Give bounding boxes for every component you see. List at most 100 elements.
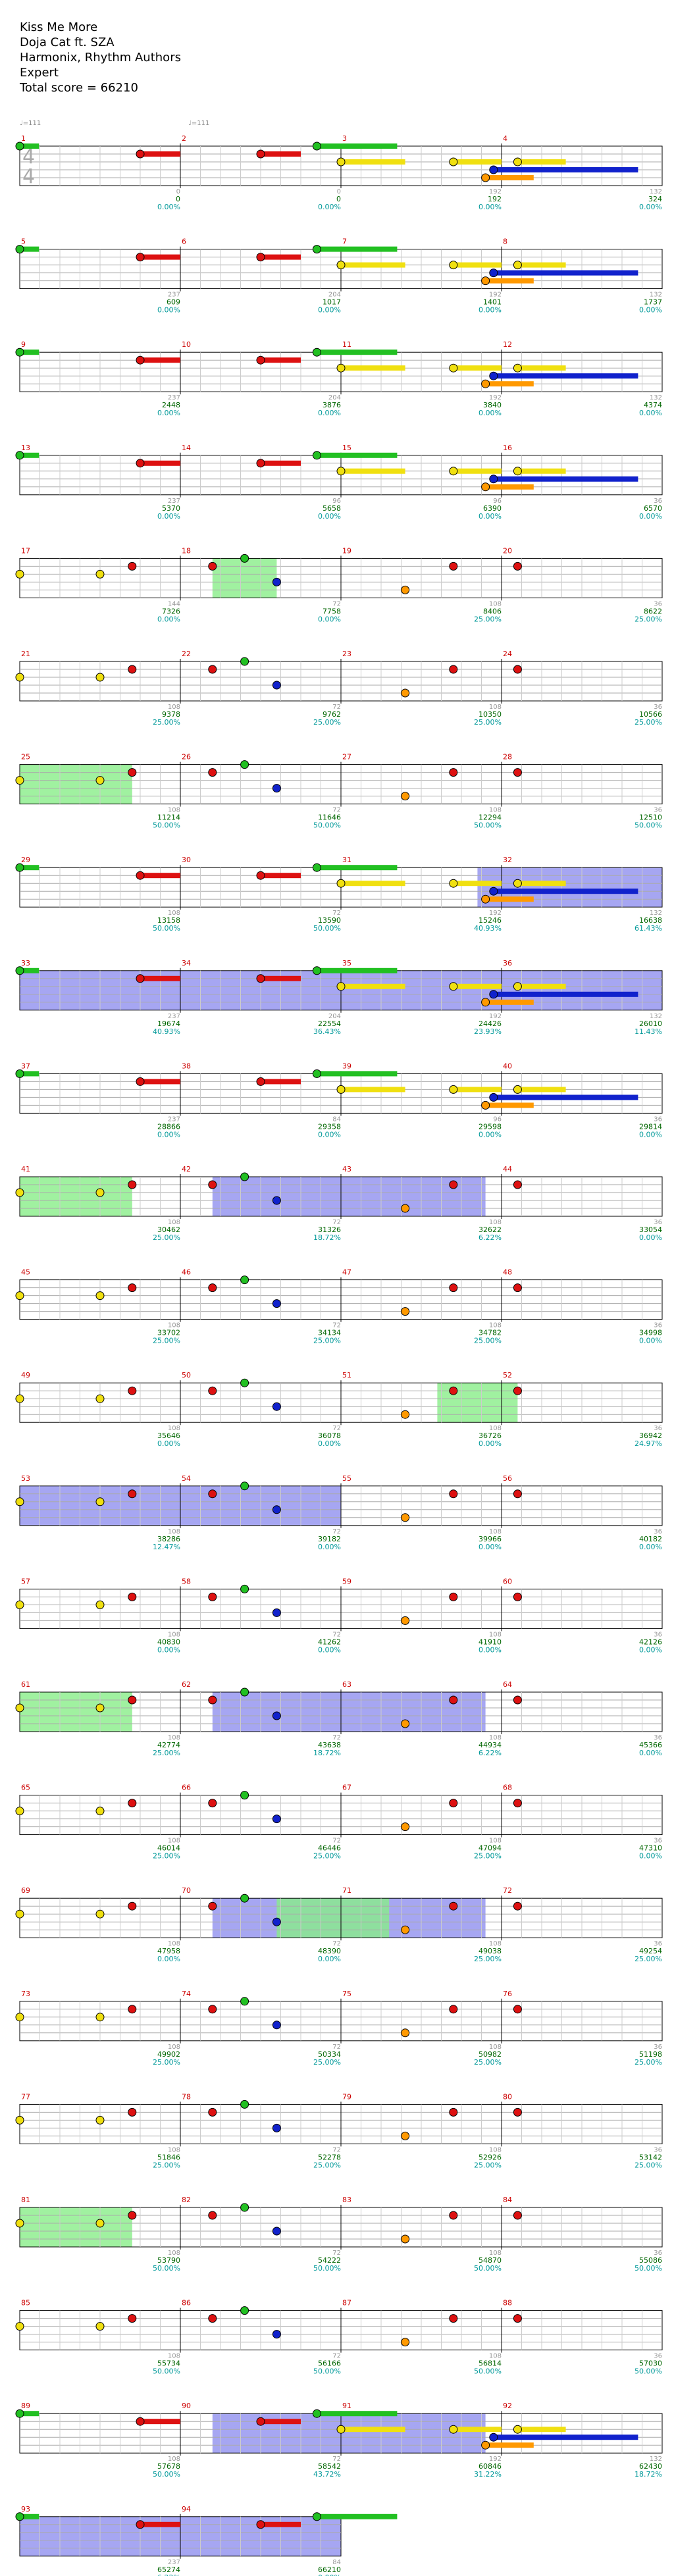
measure-score: 53790 [157,2256,180,2265]
measure-score: 51198 [639,2050,662,2059]
measure-score: 40182 [639,1535,662,1543]
measure-delta: 108 [489,2146,502,2153]
measure-number: 36 [503,959,512,967]
measure-delta: 36 [654,600,662,607]
note-gem [401,792,410,801]
note-gem [449,1799,458,1808]
measure-percent: 0.00% [479,1645,502,1654]
measure-score: 3876 [323,401,341,409]
measure-score: 54870 [479,2256,502,2265]
note-gem [95,1703,105,1713]
note-gem [489,887,498,896]
measure-percent: 0.00% [479,203,502,211]
note-gem [15,1909,24,1919]
measure-score: 53142 [639,2153,662,2161]
note-gem [401,2131,410,2140]
note-gem [449,561,458,571]
note-gem [513,1489,522,1499]
measure-score: 40830 [157,1637,180,1646]
measure-percent: 0.00% [639,1645,662,1654]
note-gem [489,2433,498,2442]
note-gem [15,1703,24,1713]
measure-number: 18 [182,546,191,555]
measure-number: 52 [503,1371,512,1379]
sustain-bar [317,143,398,149]
note-gem [401,585,410,594]
measure-score: 55086 [639,2256,662,2265]
sustain-bar [453,2427,502,2433]
sustain-bar [261,1079,301,1085]
measure-number: 35 [342,959,351,967]
measure-delta: 108 [489,1219,502,1226]
measure-score: 1017 [323,298,341,307]
measure-percent: 0.00% [318,409,341,417]
sustain-bar [493,373,638,379]
measure-percent: 25.00% [474,2161,502,2169]
note-gem [95,1909,105,1919]
note-gem [489,269,498,278]
note-gem [481,482,490,492]
measure-percent: 50.00% [474,2264,502,2273]
measure-delta: 108 [168,2250,180,2257]
measure-percent: 23.93% [474,1027,502,1036]
note-gem [449,261,458,270]
measure-percent: 25.00% [313,2161,341,2169]
measure-percent: 50.00% [635,821,662,830]
measure-delta: 204 [328,292,341,299]
note-gem [449,363,458,373]
measure-delta: 36 [654,1425,662,1432]
measure-delta: 72 [332,2456,341,2463]
note-gem [95,2219,105,2228]
measure-delta: 237 [168,292,180,299]
measure-number: 70 [182,1886,191,1895]
measure-score: 62430 [639,2462,662,2471]
measure-percent: 0.00% [639,1233,662,1242]
sustain-bar [485,896,534,902]
measure-score: 29814 [639,1122,662,1131]
measure-number: 50 [182,1371,191,1379]
note-gem [272,1402,281,1411]
measure-score: 58542 [318,2462,341,2471]
measure-delta: 72 [332,2146,341,2153]
sustain-bar [485,175,534,180]
measure-score: 38286 [157,1535,180,1543]
sustain-bar [453,159,502,165]
sustain-bar [140,151,180,157]
measure-number: 67 [342,1784,351,1792]
sustain-bar [493,270,638,276]
measure-number: 19 [342,546,351,555]
measure-percent: 43.72% [313,2470,341,2479]
sustain-bar [517,468,566,474]
sustain-bar [20,1071,39,1077]
sustain-bar [517,2427,566,2433]
measure-score: 36942 [639,1431,662,1440]
measure-number: 15 [342,444,351,452]
measure-number: 56 [503,1474,512,1483]
measure-delta: 72 [332,1631,341,1638]
note-gem [15,569,24,579]
measure-delta: 204 [328,394,341,401]
measure-percent: 0.00% [639,409,662,417]
measure-number: 85 [21,2299,30,2307]
note-gem [208,1695,217,1705]
note-gem [489,371,498,380]
note-gem [449,1489,458,1499]
measure-number: 75 [342,1990,351,1998]
measure-number: 58 [182,1577,191,1585]
measure-score: 57678 [157,2462,180,2471]
note-gem [449,1901,458,1911]
sustain-bar [485,2442,534,2448]
note-gem [15,1807,24,1816]
note-gem [240,1378,249,1387]
measure-score: 19674 [157,1019,180,1028]
note-gem [256,2520,265,2529]
note-gem [336,261,346,270]
sustain-bar [317,246,398,252]
note-gem [481,1100,490,1110]
measure-score: 42126 [639,1637,662,1646]
note-gem [513,879,522,888]
sustain-bar [20,2411,39,2417]
measure-delta: 132 [650,188,662,195]
measure-percent: 0.00% [318,1955,341,1963]
measure-number: 34 [182,959,191,967]
